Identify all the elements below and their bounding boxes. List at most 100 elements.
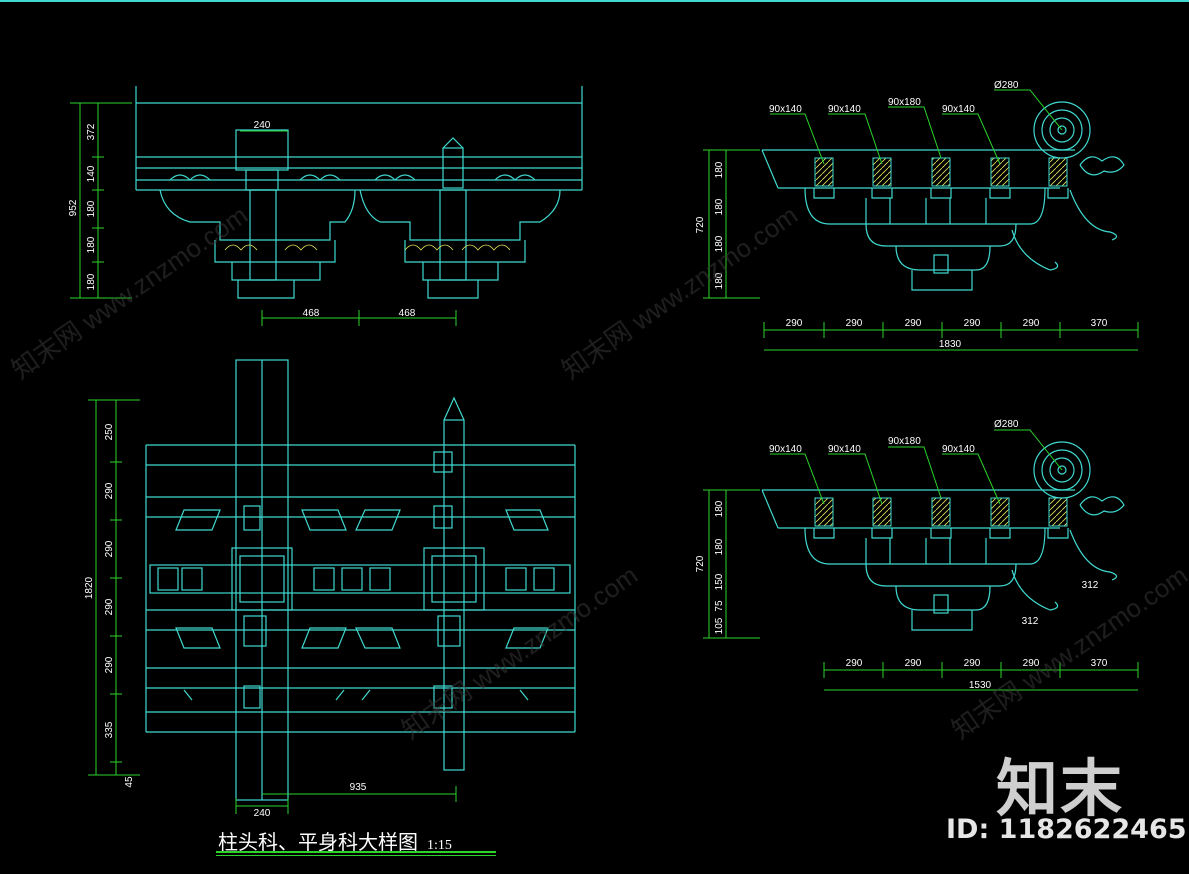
- roundel-mid: [1041, 109, 1083, 151]
- center-post: [933, 594, 949, 614]
- leader-line: [942, 113, 1001, 165]
- section-view-top: [703, 89, 1139, 351]
- bracket-arm-1: [804, 527, 1046, 565]
- roundel-core: [1057, 125, 1067, 135]
- label-b-90x140-b: 90x140: [828, 444, 861, 455]
- dim-290d: 290: [104, 656, 115, 673]
- timber-end-block: [1048, 497, 1068, 527]
- watermark-3: 知末网 www.znzmo.com: [396, 560, 643, 745]
- plan-dimension-texts: 1820 250 290 290 290 290 335 45 240 935: [84, 423, 367, 819]
- dim-468b: 468: [399, 308, 416, 319]
- roundel-inner: [1049, 457, 1075, 483]
- leader-line: [994, 429, 1063, 471]
- roundel-mid: [1041, 449, 1083, 491]
- dim-r180d: 180: [714, 272, 725, 289]
- cloud-tail-upper: [1069, 529, 1118, 581]
- dim-r290c: 290: [905, 318, 922, 329]
- leader-line: [888, 106, 942, 159]
- dim-r180a: 180: [714, 161, 725, 178]
- top-border-line: [0, 0, 1189, 2]
- section-top-labels: 90x140 90x140 90x180 90x140 Ø280 720 180…: [695, 80, 1108, 350]
- dim-240: 240: [254, 120, 271, 131]
- elevation-dimension-texts: 952 372 140 180 180 180 240 468 468: [68, 120, 416, 319]
- bearing-block: [1047, 188, 1069, 199]
- timber-end-block: [814, 497, 834, 527]
- cloud-tail-lower: [1011, 229, 1059, 271]
- leader-line: [828, 453, 883, 505]
- dim-312a: 312: [1082, 580, 1099, 591]
- dim-1820: 1820: [84, 576, 95, 599]
- dim-180b: 180: [86, 236, 97, 253]
- label-90x140-c: 90x140: [942, 104, 975, 115]
- leader-line: [770, 453, 825, 505]
- dim-180c: 180: [86, 273, 97, 290]
- beam-outline: [761, 489, 1075, 529]
- bearing-block: [989, 528, 1011, 539]
- bracket-arm-3: [895, 585, 991, 611]
- title-underline: [216, 851, 496, 853]
- dim-b-180b: 180: [714, 538, 725, 555]
- watermark-4: 知末网 www.znzmo.com: [946, 560, 1189, 745]
- dim-290a: 290: [104, 482, 115, 499]
- watermark-1: 知末网 www.znzmo.com: [6, 200, 253, 385]
- roundel-inner: [1049, 117, 1075, 143]
- timber-end-block: [814, 157, 834, 187]
- bearing-block: [813, 188, 835, 199]
- dim-468a: 468: [303, 308, 320, 319]
- dim-b-290d: 290: [1023, 658, 1040, 669]
- beam-outline: [761, 149, 1075, 189]
- timber-end-block: [872, 157, 892, 187]
- watermark-2: 知末网 www.znzmo.com: [556, 200, 803, 385]
- drawing-scale: 1:15: [427, 838, 452, 853]
- bracket-arm-1: [804, 187, 1046, 225]
- roundel-core: [1057, 465, 1067, 475]
- dim-312b: 312: [1022, 616, 1039, 627]
- dim-240-plan: 240: [254, 808, 271, 819]
- dim-b-180a: 180: [714, 500, 725, 517]
- base-block: [911, 270, 973, 291]
- dim-b-150: 150: [714, 573, 725, 590]
- dim-140: 140: [86, 165, 97, 182]
- label-b-90x140-c: 90x140: [942, 444, 975, 455]
- plan-dimension-lines: [88, 399, 457, 814]
- timber-end-block: [990, 497, 1010, 527]
- dim-180a: 180: [86, 200, 97, 217]
- timber-end-block: [1048, 157, 1068, 187]
- leader-line: [828, 113, 883, 165]
- drawing-title: 柱头科、平身科大样图 1:15: [218, 826, 452, 855]
- dim-b-290c: 290: [964, 658, 981, 669]
- timber-end-block: [931, 497, 951, 527]
- leader-line: [888, 446, 942, 499]
- leader-line: [942, 453, 1001, 505]
- bearing-block: [1047, 528, 1069, 539]
- elevation-view: [135, 86, 583, 299]
- dim-952: 952: [68, 199, 79, 216]
- dim-335: 335: [104, 721, 115, 738]
- label-b-90x140-a: 90x140: [769, 444, 802, 455]
- dim-r290a: 290: [786, 318, 803, 329]
- dim-45: 45: [124, 776, 135, 788]
- label-90x180: 90x180: [888, 97, 921, 108]
- dim-290c: 290: [104, 598, 115, 615]
- elevation-dimension-lines: [70, 102, 457, 326]
- section-bottom-labels: 90x140 90x140 90x180 90x140 Ø280 720 180…: [695, 419, 1108, 691]
- bearing-block: [930, 528, 952, 539]
- cloud-scroll: [1079, 496, 1125, 516]
- dim-r180b: 180: [714, 198, 725, 215]
- dim-r290e: 290: [1023, 318, 1040, 329]
- label-90x140-a: 90x140: [769, 104, 802, 115]
- timber-end-block: [931, 157, 951, 187]
- center-post: [933, 254, 949, 274]
- leader-line: [994, 89, 1063, 131]
- dim-r290b: 290: [846, 318, 863, 329]
- elevation-carving: [224, 244, 511, 251]
- bracket-arm-2: [865, 563, 1017, 587]
- dim-250: 250: [104, 423, 115, 440]
- dim-r290d: 290: [964, 318, 981, 329]
- label-b-90x180: 90x180: [888, 436, 921, 447]
- plan-view: [145, 359, 576, 801]
- bearing-block: [871, 528, 893, 539]
- dim-935: 935: [350, 782, 367, 793]
- dim-1830: 1830: [939, 339, 962, 350]
